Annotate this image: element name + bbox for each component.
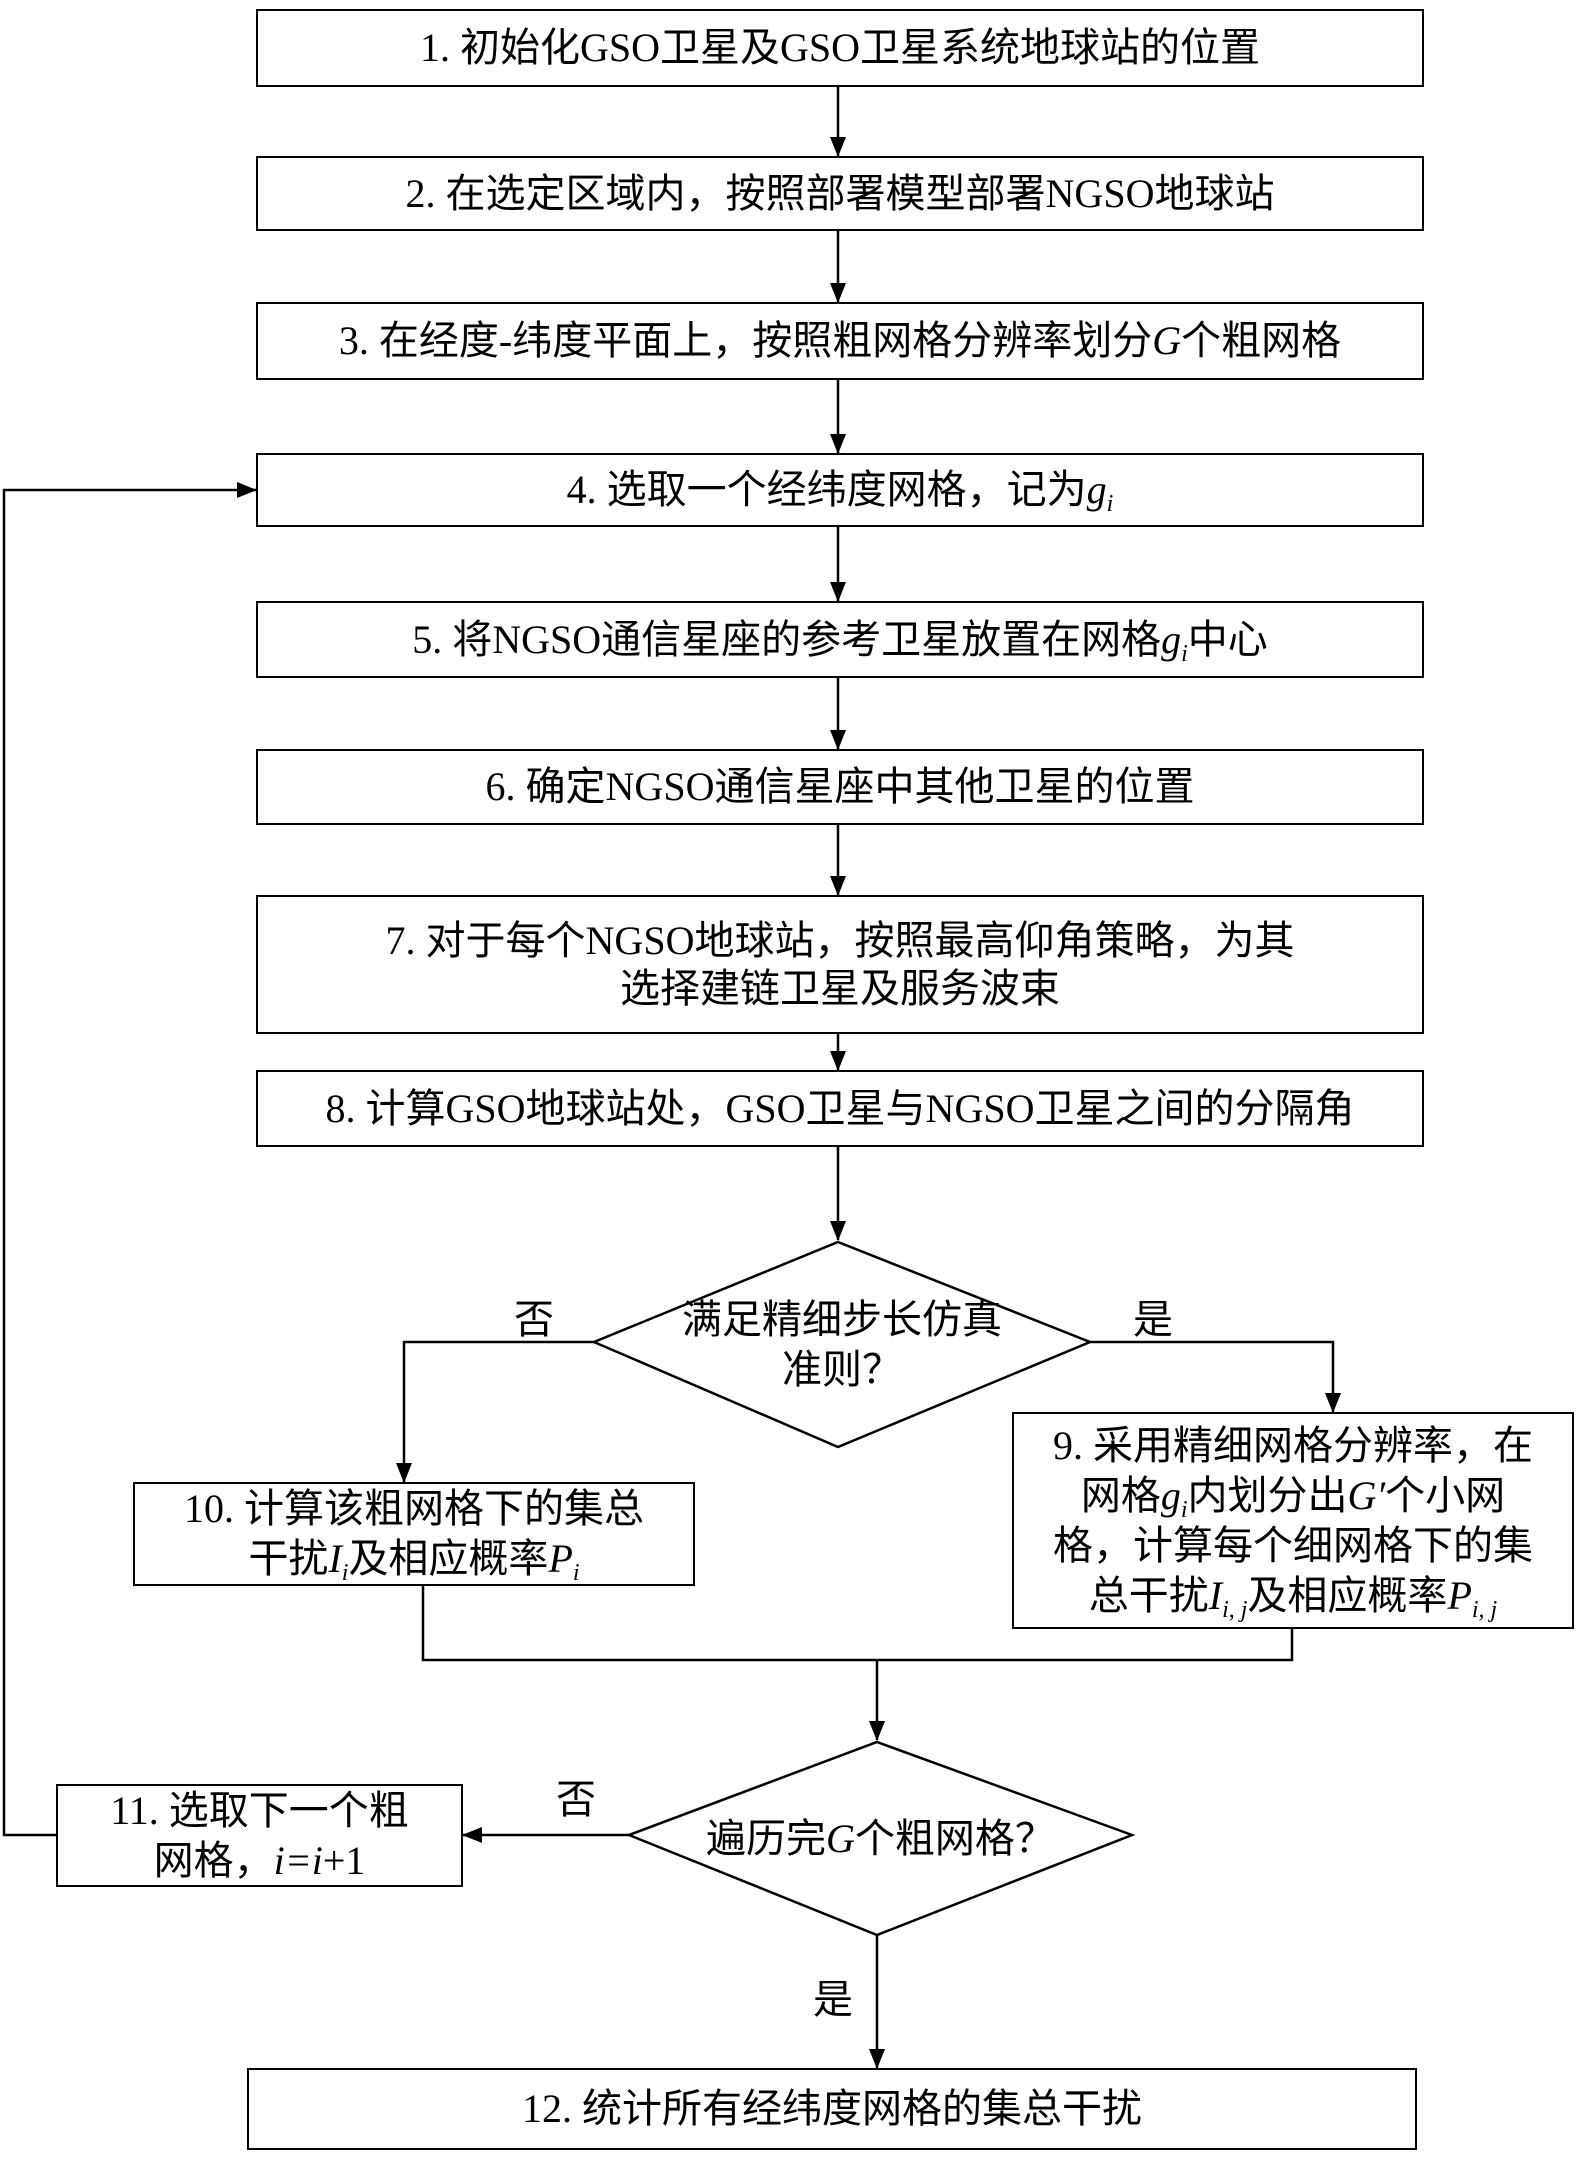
step-2-text: 2. 在选定区域内，按照部署模型部署NGSO地球站 xyxy=(405,170,1275,216)
step-7-box: 7. 对于每个NGSO地球站，按照最高仰角策略，为其 选择建链卫星及服务波束 xyxy=(256,895,1424,1034)
step-5-text: 5. 将NGSO通信星座的参考卫星放置在网格gi中心 xyxy=(412,616,1268,667)
step-12-box: 12. 统计所有经纬度网格的集总干扰 xyxy=(247,2068,1417,2150)
step-6-text: 6. 确定NGSO通信星座中其他卫星的位置 xyxy=(485,764,1195,809)
step-1-box: 1. 初始化GSO卫星及GSO卫星系统地球站的位置 xyxy=(256,9,1424,87)
decision-2-yes-label: 是 xyxy=(813,1977,853,2022)
step-4-box: 4. 选取一个经纬度网格，记为gi xyxy=(256,453,1424,527)
decision-2-no-label: 否 xyxy=(556,1777,596,1822)
step-5-box: 5. 将NGSO通信星座的参考卫星放置在网格gi中心 xyxy=(256,601,1424,678)
step-11-text: 11. 选取下一个粗 网格，i=i+1 xyxy=(110,1787,409,1883)
step-8-text: 8. 计算GSO地球站处，GSO卫星与NGSO卫星之间的分隔角 xyxy=(325,1085,1355,1131)
merge-line xyxy=(421,1586,1294,1662)
step-12-text: 12. 统计所有经纬度网格的集总干扰 xyxy=(522,2086,1142,2131)
step-9-text: 9. 采用精细网格分辨率，在 网格gi内划分出G′个小网 格，计算每个细网格下的… xyxy=(1053,1422,1533,1623)
step-10-box: 10. 计算该粗网格下的集总 干扰Ii及相应概率Pi xyxy=(133,1482,695,1586)
step-3-box: 3. 在经度-纬度平面上，按照粗网格分辨率划分G个粗网格 xyxy=(256,302,1424,380)
arrow-d1-no xyxy=(396,1340,594,1483)
loop-back-arrow xyxy=(2,482,257,1837)
step-9-box: 9. 采用精细网格分辨率，在 网格gi内划分出G′个小网 格，计算每个细网格下的… xyxy=(1012,1412,1574,1629)
arrow-d1-yes xyxy=(1086,1340,1341,1413)
step-8-box: 8. 计算GSO地球站处，GSO卫星与NGSO卫星之间的分隔角 xyxy=(256,1070,1424,1147)
step-7-text: 7. 对于每个NGSO地球站，按照最高仰角策略，为其 选择建链卫星及服务波束 xyxy=(385,917,1295,1011)
decision-2-shape xyxy=(625,1740,1136,1937)
step-10-text: 10. 计算该粗网格下的集总 干扰Ii及相应概率Pi xyxy=(184,1486,644,1586)
step-6-box: 6. 确定NGSO通信星座中其他卫星的位置 xyxy=(256,749,1424,825)
decision-2-text: 遍历完G个粗网格？ xyxy=(706,1815,1055,1861)
decision-1-no-label: 否 xyxy=(514,1297,554,1342)
step-1-text: 1. 初始化GSO卫星及GSO卫星系统地球站的位置 xyxy=(419,25,1261,70)
decision-1-text: 满足精细步长仿真 准则？ xyxy=(682,1296,1002,1392)
step-4-text: 4. 选取一个经纬度网格，记为gi xyxy=(566,467,1114,517)
step-11-box: 11. 选取下一个粗 网格，i=i+1 xyxy=(56,1784,463,1887)
decision-1-yes-label: 是 xyxy=(1133,1297,1173,1342)
step-2-box: 2. 在选定区域内，按照部署模型部署NGSO地球站 xyxy=(256,156,1424,231)
decision-1-shape xyxy=(590,1240,1094,1449)
step-3-text: 3. 在经度-纬度平面上，按照粗网格分辨率划分G个粗网格 xyxy=(338,318,1342,363)
